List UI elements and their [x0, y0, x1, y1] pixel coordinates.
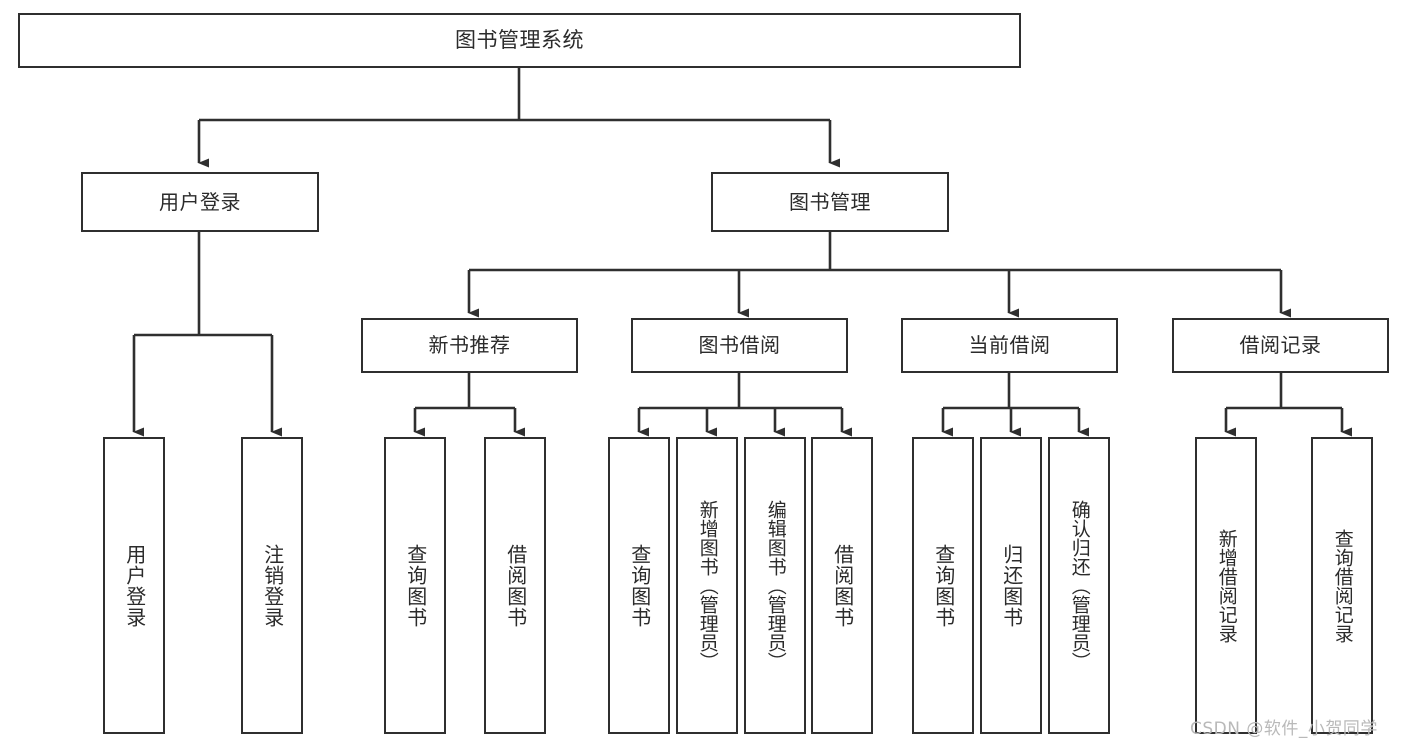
node-current-borrow-label: 当前借阅: [968, 333, 1051, 357]
node-leaf-borrow-book-2[interactable]: 借阅图书: [811, 437, 873, 734]
node-leaf-edit-book-label: 编辑图书（管理员）: [764, 500, 787, 671]
node-borrow-record-label: 借阅记录: [1239, 333, 1322, 357]
node-leaf-add-book[interactable]: 新增图书（管理员）: [676, 437, 738, 734]
node-leaf-borrow-book-1-label: 借阅图书: [503, 543, 528, 628]
node-leaf-query-book-3[interactable]: 查询图书: [912, 437, 974, 734]
node-new-book-recommend[interactable]: 新书推荐: [361, 318, 578, 373]
node-leaf-return-book[interactable]: 归还图书: [980, 437, 1042, 734]
node-current-borrow[interactable]: 当前借阅: [901, 318, 1118, 373]
node-leaf-logout-login[interactable]: 注销登录: [241, 437, 303, 734]
node-leaf-query-book-2[interactable]: 查询图书: [608, 437, 670, 734]
node-leaf-query-record[interactable]: 查询借阅记录: [1311, 437, 1373, 734]
node-book-borrow[interactable]: 图书借阅: [631, 318, 848, 373]
node-leaf-borrow-book-2-label: 借阅图书: [830, 543, 855, 628]
node-user-login[interactable]: 用户登录: [81, 172, 319, 232]
node-leaf-add-book-label: 新增图书（管理员）: [696, 500, 719, 671]
node-leaf-query-book-1[interactable]: 查询图书: [384, 437, 446, 734]
node-borrow-record[interactable]: 借阅记录: [1172, 318, 1389, 373]
node-leaf-confirm-return-label: 确认归还（管理员）: [1068, 500, 1091, 671]
node-book-manage-label: 图书管理: [789, 189, 871, 214]
node-leaf-user-login-label: 用户登录: [122, 543, 147, 628]
node-book-manage[interactable]: 图书管理: [711, 172, 949, 232]
node-leaf-user-login[interactable]: 用户登录: [103, 437, 165, 734]
node-leaf-borrow-book-1[interactable]: 借阅图书: [484, 437, 546, 734]
node-leaf-add-record[interactable]: 新增借阅记录: [1195, 437, 1257, 734]
node-leaf-edit-book[interactable]: 编辑图书（管理员）: [744, 437, 806, 734]
node-user-login-label: 用户登录: [159, 189, 241, 214]
node-new-book-recommend-label: 新书推荐: [428, 333, 511, 357]
csdn-watermark: CSDN @软件_小贺同学: [1190, 719, 1378, 739]
node-root[interactable]: 图书管理系统: [18, 13, 1021, 68]
node-leaf-confirm-return[interactable]: 确认归还（管理员）: [1048, 437, 1110, 734]
node-leaf-query-book-2-label: 查询图书: [627, 543, 652, 628]
node-leaf-logout-login-label: 注销登录: [260, 543, 285, 628]
node-leaf-query-record-label: 查询借阅记录: [1331, 528, 1354, 643]
node-root-label: 图书管理系统: [455, 28, 584, 53]
node-leaf-return-book-label: 归还图书: [999, 543, 1024, 628]
node-leaf-add-record-label: 新增借阅记录: [1215, 528, 1238, 643]
node-leaf-query-book-3-label: 查询图书: [931, 543, 956, 628]
node-leaf-query-book-1-label: 查询图书: [403, 543, 428, 628]
node-book-borrow-label: 图书借阅: [698, 333, 781, 357]
